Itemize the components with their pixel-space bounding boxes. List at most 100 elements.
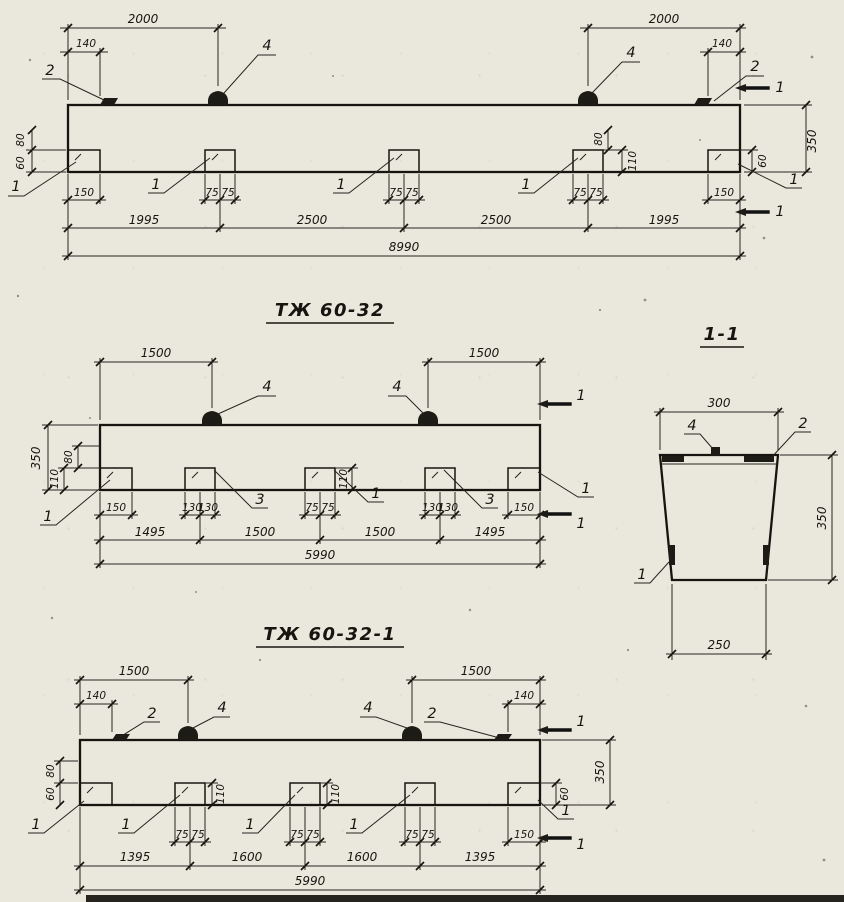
- dim-span-right: 1500: [461, 664, 492, 678]
- dimension-ticks: [27, 23, 811, 261]
- embed-plate-icon: [112, 734, 130, 740]
- extension-lines: [26, 24, 812, 260]
- lifting-loop-icon: [178, 726, 198, 740]
- dim-110-mid: 110: [627, 151, 639, 171]
- beam-outline: [66, 103, 742, 174]
- embed-channel-icon: [763, 545, 769, 565]
- dim-end-right: 150: [714, 187, 734, 199]
- dim-75: 75: [421, 829, 435, 841]
- callout-1-right: 1: [581, 481, 590, 497]
- embed-plate-icon: [100, 98, 118, 105]
- callout-1: 1: [637, 567, 646, 583]
- callout-4-right: 4: [363, 700, 372, 716]
- callout-4-right: 4: [392, 379, 401, 395]
- view-tzh-60-32-1: ТЖ 60-32-1 1500 1500 140 140 2 4 4 2 1 3…: [28, 624, 616, 895]
- dim-75: 75: [321, 502, 335, 514]
- dimension-ticks: [55, 675, 615, 895]
- dim-60-left: 60: [45, 787, 57, 801]
- lifting-loop-icon: [208, 91, 228, 105]
- dim-height: 350: [29, 446, 43, 469]
- callout-1-right: 1: [561, 803, 570, 819]
- section-arrow-icon: [735, 84, 746, 92]
- callout-leaders: [634, 431, 811, 584]
- anchor-tick-icons: [106, 471, 522, 479]
- callout-1-mid: 1: [371, 486, 380, 502]
- callout-1-left: 1: [43, 509, 52, 525]
- embed-plate-icon: [494, 734, 512, 740]
- embed-plate-icon: [662, 456, 684, 462]
- callout-3-a: 3: [255, 492, 264, 508]
- dim-seg-1995-r: 1995: [649, 213, 680, 227]
- section-cut-mark: [744, 86, 770, 214]
- section-arrow-icon: [537, 726, 548, 734]
- callout-leaders: [40, 395, 594, 526]
- callout-4-left: 4: [262, 38, 271, 54]
- callout-1-b: 1: [151, 177, 160, 193]
- callout-leaders: [28, 716, 574, 834]
- dim-span-right: 1500: [469, 346, 500, 360]
- dim-span-right: 2000: [649, 12, 680, 26]
- callout-2: 2: [798, 416, 807, 432]
- embed-channel-outlines: [67, 149, 741, 173]
- dim-seg-2500-l: 2500: [297, 213, 328, 227]
- callout-1-b: 1: [121, 817, 130, 833]
- callout-1-e: 1: [789, 172, 798, 188]
- dim-height: 350: [805, 129, 819, 152]
- embed-channel-icon: [669, 545, 675, 565]
- section-title: 1-1: [703, 324, 740, 345]
- dim-total: 5990: [295, 874, 326, 888]
- dim-span-left: 2000: [128, 12, 159, 26]
- dim-75: 75: [405, 829, 419, 841]
- dim-seg-1395-r: 1395: [465, 850, 496, 864]
- dim-80-left: 80: [45, 764, 57, 778]
- dim-75: 75: [191, 829, 205, 841]
- dim-60-right: 60: [757, 154, 769, 168]
- callout-2-right: 2: [750, 59, 759, 75]
- extension-lines: [659, 408, 838, 660]
- anchor-tick-icons: [86, 786, 522, 794]
- dim-seg-1600-l: 1600: [232, 850, 263, 864]
- dim-seg-1600-r: 1600: [347, 850, 378, 864]
- callout-4-right: 4: [626, 45, 635, 61]
- callout-4-left: 4: [217, 700, 226, 716]
- extension-lines: [54, 676, 616, 894]
- lifting-loop-section-icon: [711, 447, 720, 456]
- beam-outline: [98, 423, 542, 492]
- section-label-top: 1: [775, 80, 784, 96]
- callout-3-b: 3: [485, 492, 494, 508]
- lifting-loop-icon: [402, 726, 422, 740]
- dim-75: 75: [389, 187, 403, 199]
- dim-75: 75: [573, 187, 587, 199]
- dim-80-left: 80: [15, 133, 27, 147]
- lifting-loop-icon: [418, 411, 438, 425]
- dim-75: 75: [306, 829, 320, 841]
- dim-75: 75: [589, 187, 603, 199]
- dimension-lines: [47, 361, 546, 565]
- callout-1-left: 1: [31, 817, 40, 833]
- dim-80-left: 80: [63, 450, 75, 464]
- dim-end-left: 150: [106, 502, 126, 514]
- view-title: ТЖ 60-32: [275, 300, 385, 321]
- callout-1-c: 1: [336, 177, 345, 193]
- dim-total: 5990: [305, 548, 336, 562]
- section-arrow-icon: [537, 400, 548, 408]
- beam-outline: [78, 738, 542, 807]
- dim-offset-left: 140: [86, 690, 106, 702]
- dimension-lines: [654, 411, 833, 655]
- section-label-bottom: 1: [775, 204, 784, 220]
- section-label-top: 1: [576, 714, 585, 730]
- scan-specks: [16, 55, 826, 862]
- scan-edge-shadow: [86, 895, 844, 902]
- anchor-tick-icons: [74, 153, 722, 161]
- view-tzh-60-32: ТЖ 60-32 1500 1500 4 4 1 350 80 110 110 …: [29, 300, 594, 569]
- embed-plate-icon: [694, 98, 712, 105]
- dim-110-mid: 110: [338, 469, 350, 489]
- dim-130: 130: [438, 502, 458, 514]
- dim-offset-right: 140: [712, 38, 732, 50]
- dim-seg-1495-l: 1495: [135, 525, 166, 539]
- dim-offset-right: 140: [514, 690, 534, 702]
- section-label-top: 1: [576, 388, 585, 404]
- dim-110-a: 110: [215, 784, 227, 804]
